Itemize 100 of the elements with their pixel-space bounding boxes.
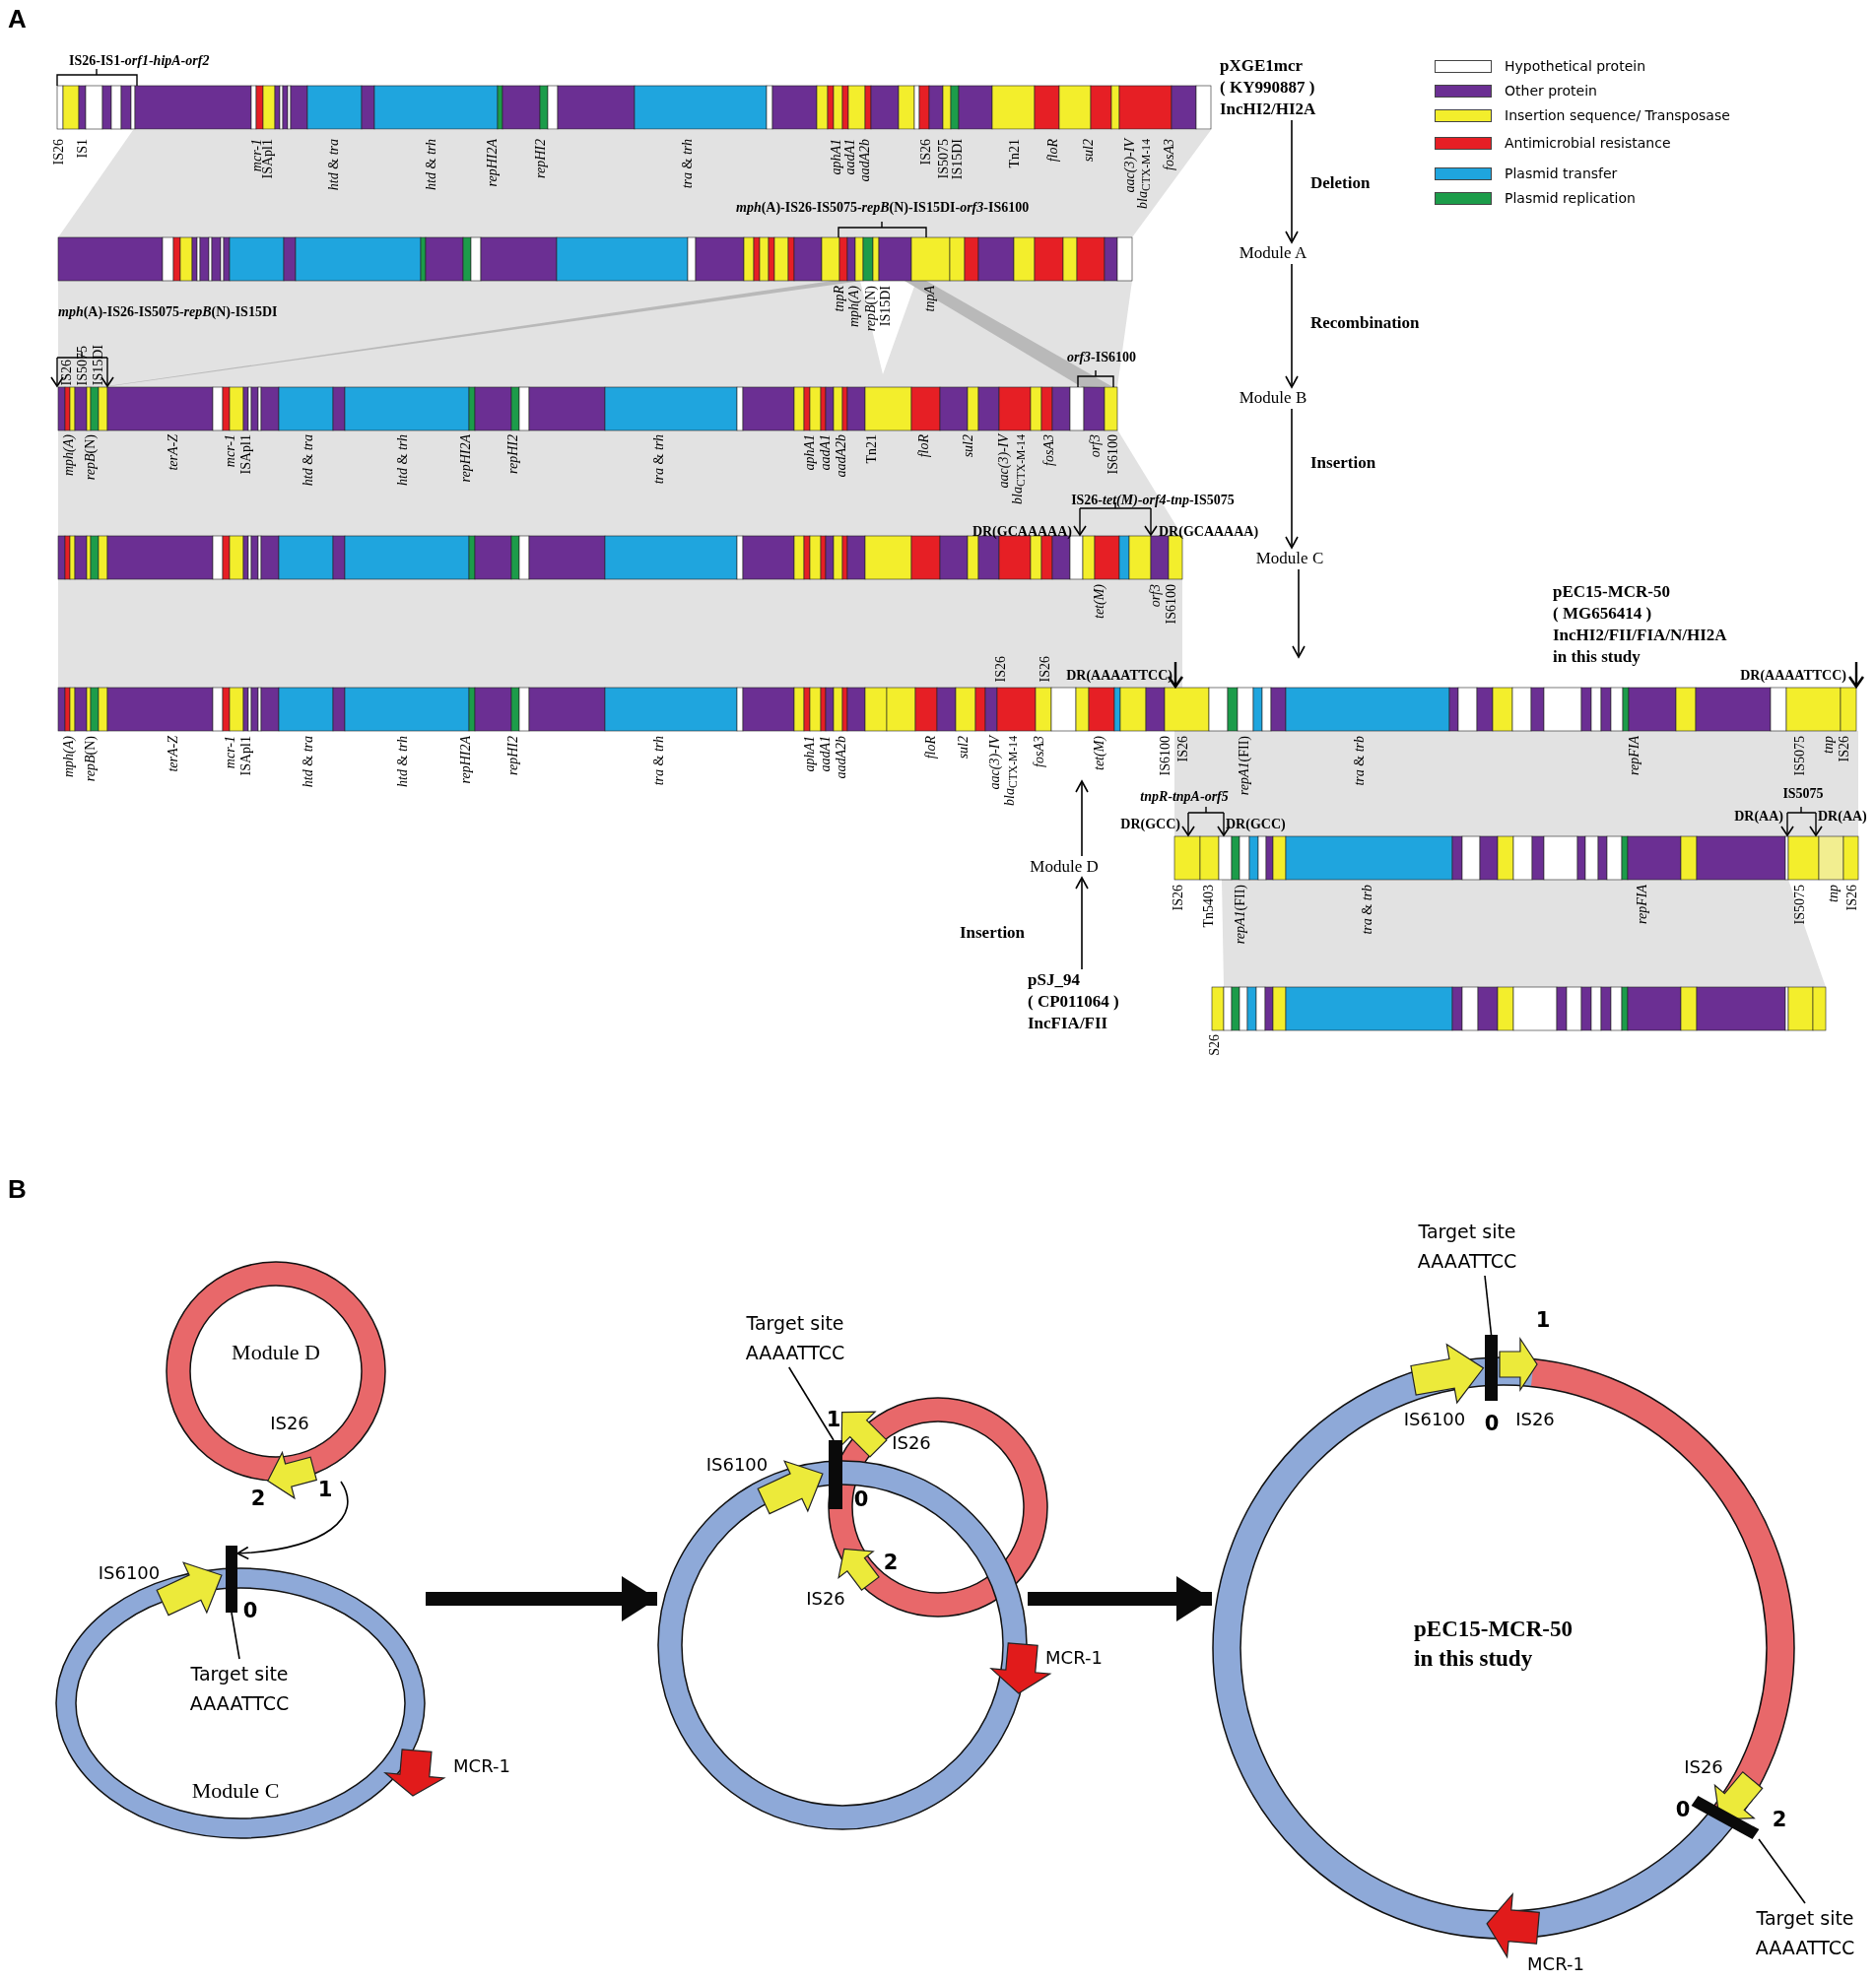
gene-label: Tn21: [863, 434, 879, 464]
target-site-label: Target site AAAATTCC: [1416, 1220, 1518, 1274]
block-arrow: [1028, 1576, 1212, 1621]
element-label: IS26: [1515, 1408, 1555, 1429]
gene-label: sul2: [955, 736, 971, 760]
module-label: Module D: [1030, 856, 1099, 878]
panel-letter: B: [8, 1174, 27, 1205]
element-label: IS26: [1684, 1755, 1723, 1777]
gene-label: tra & trb: [1351, 736, 1367, 786]
element-label: IS26: [892, 1431, 931, 1453]
element-label: IS6100: [1403, 1408, 1466, 1429]
direct-repeat-label: DR(GCAAAAA): [1159, 524, 1259, 540]
element-label: IS26: [806, 1587, 845, 1609]
gene-label: terA-Z: [165, 434, 180, 471]
gene-label: htd & tra: [300, 736, 315, 788]
region-label: mph(A)-IS26-IS5075-repB(N)-IS15DI-orf3-IS6100: [736, 200, 1030, 216]
region-label: mph(A)-IS26-IS5075-repB(N)-IS15DI: [58, 304, 278, 320]
gene-label: IS6100: [1105, 434, 1120, 475]
gene-label: S26: [1206, 1034, 1222, 1056]
gene-label: tra & trh: [679, 139, 695, 189]
gene-label: IS26: [992, 655, 1008, 682]
arrow: [1285, 263, 1299, 388]
plasmid-label: in this study: [1553, 646, 1642, 668]
arrow: [1285, 119, 1299, 243]
gene-label: repHI2A: [457, 736, 473, 784]
position-number: 0: [242, 1599, 258, 1622]
gene-label: mph(A): [60, 736, 76, 777]
target-site-bar: [226, 1546, 237, 1613]
gene-label: tnpR: [831, 286, 846, 312]
element-label: MCR-1: [1045, 1646, 1103, 1668]
gene-label: repB(N): [862, 286, 878, 332]
gene-label: fosA3: [1040, 434, 1056, 466]
leader-line: [787, 1366, 835, 1441]
gene-label: aphA1: [801, 434, 817, 471]
gene-label: floR: [915, 434, 931, 458]
arrow: [1285, 408, 1299, 549]
gene-label: repB(N): [82, 434, 98, 481]
arrow: [1075, 780, 1089, 857]
gene-label: orf3: [1147, 584, 1163, 608]
arrow: [236, 1481, 349, 1559]
gene-label: IS15DI: [949, 139, 965, 180]
plasmid-label: pXGE1mcr: [1220, 55, 1305, 77]
region-label: IS26-tet(M)-orf4-tnp-IS5075: [1071, 493, 1235, 508]
gene-label: repFIA: [1626, 736, 1642, 775]
region-label: IS5075: [1782, 786, 1824, 802]
gene-label: tet(M): [1091, 736, 1106, 770]
gene-label: IS26: [58, 359, 74, 385]
gene-label: IS26: [1170, 885, 1185, 911]
gene-label: aphA1: [801, 736, 817, 772]
gene-label: orf3: [1087, 434, 1103, 458]
gene-label: htd & trh: [394, 736, 410, 787]
ring-label: Module D: [232, 1339, 320, 1366]
gene-label: repB(N): [82, 736, 98, 782]
gene-label: IS5075: [935, 139, 951, 179]
region-label: orf3-IS6100: [1067, 350, 1136, 365]
gene-label: fosA3: [1031, 736, 1046, 767]
target-site-label: Target site AAAATTCC: [188, 1662, 291, 1716]
position-number: 0: [1484, 1412, 1500, 1435]
gene-label: aac(3)-IV: [1121, 139, 1137, 193]
plasmid-label: IncHI2/FII/FIA/N/HI2A: [1553, 625, 1727, 646]
plasmid-label: ( KY990887 ): [1220, 77, 1316, 99]
leader-line: [231, 1612, 240, 1660]
gene-label: fosA3: [1161, 139, 1176, 170]
element-label: IS6100: [705, 1453, 769, 1475]
gene-label: aadA2b: [833, 434, 848, 478]
plasmid-label: pSJ_94: [1028, 969, 1081, 991]
direct-repeat-label: DR(AA): [1818, 809, 1867, 825]
ring-label: Module C: [191, 1777, 280, 1805]
arrow: [1292, 568, 1306, 658]
position-number: 1: [1535, 1308, 1551, 1332]
gene-label: IS26: [1037, 655, 1052, 682]
gene-label: aadA2b: [833, 736, 848, 779]
gene-label: repHI2A: [484, 139, 500, 187]
gene-label: Tn21: [1006, 139, 1022, 168]
gene-label: IS26: [1174, 736, 1190, 762]
plasmid-label: IncHI2/HI2A: [1220, 99, 1316, 120]
legend-label: Plasmid replication: [1505, 190, 1636, 206]
position-number: 1: [317, 1478, 333, 1501]
legend-label: Hypothetical protein: [1505, 58, 1645, 74]
legend-label: Plasmid transfer: [1505, 165, 1618, 181]
gene-label: ISApl1: [237, 434, 253, 475]
module-label: Module C: [1255, 548, 1324, 569]
plasmid-label: IncFIA/FII: [1028, 1013, 1109, 1034]
gene-label: floR: [922, 736, 938, 760]
legend-label: Insertion sequence/ Transposase: [1505, 107, 1730, 123]
gene-label: repA1(FII): [1236, 736, 1251, 796]
gene-label: repA1(FII): [1232, 885, 1247, 945]
gene-label: htd & trh: [423, 139, 438, 190]
gene-label: aac(3)-IV: [986, 736, 1002, 790]
block-arrow: [426, 1576, 657, 1621]
gene-label: IS5075: [74, 345, 90, 385]
direct-repeat-label: DR(AA): [1734, 809, 1783, 825]
element-label: IS6100: [98, 1561, 161, 1583]
region-label: IS26-IS1-orf1-hipA-orf2: [69, 53, 210, 69]
gene-label: tet(M): [1091, 584, 1106, 619]
gene-label: aac(3)-IV: [995, 434, 1011, 489]
direct-repeat-label: DR(GCC): [1226, 817, 1286, 832]
gene-label: aadA1: [817, 434, 833, 471]
gene-label: IS1: [74, 139, 90, 159]
gene-label: IS26: [917, 139, 933, 165]
